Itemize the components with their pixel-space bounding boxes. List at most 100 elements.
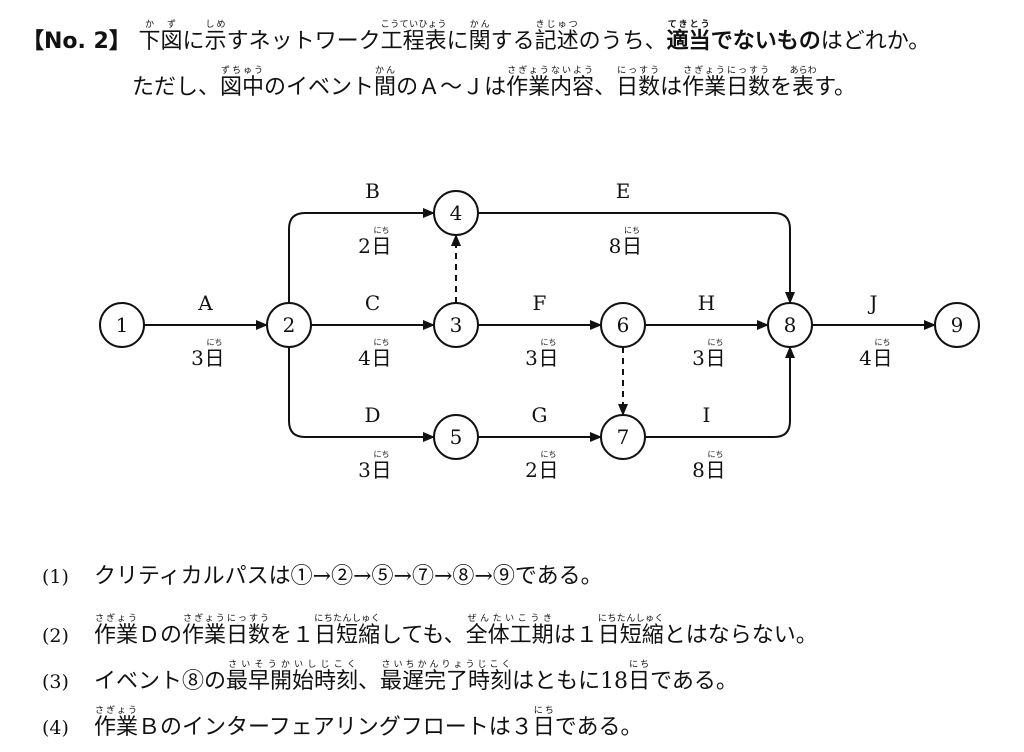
furigana: ぜんたいこうき bbox=[465, 614, 554, 624]
text-segment: 工程表 bbox=[380, 29, 447, 54]
text-segment: 日短縮 bbox=[597, 623, 664, 648]
day-unit: 日 bbox=[706, 458, 726, 482]
furigana: かん bbox=[468, 20, 491, 30]
furigana: かん bbox=[374, 66, 397, 76]
option-number: (1) bbox=[42, 566, 69, 588]
day-unit-furigana: にち bbox=[374, 450, 390, 459]
event-number: 8 bbox=[784, 313, 797, 337]
text-segment: 記述 bbox=[534, 29, 579, 54]
event-node-5 bbox=[433, 414, 479, 460]
furigana: さぎょうないよう bbox=[506, 66, 595, 76]
text-segment: である。 bbox=[650, 669, 738, 694]
activity-days: 4 bbox=[358, 346, 371, 370]
text-segment: 【No. 2】 bbox=[22, 29, 139, 54]
ruby-text: 作業内容さぎょうないよう bbox=[506, 66, 594, 100]
text-segment: とはならない。 bbox=[663, 623, 818, 648]
day-unit: 日 bbox=[622, 234, 642, 258]
activity-days: 2 bbox=[525, 458, 538, 482]
question-line-2: ただし、図中ずちゅうのイベント間かんのＡ～Ｊは作業内容さぎょうないよう、日数にっ… bbox=[132, 66, 856, 99]
furigana: さぎょう bbox=[94, 614, 138, 624]
text-segment: 作業 bbox=[94, 715, 139, 740]
ruby-text: 作業日数さぎょうにっすう bbox=[682, 66, 770, 100]
furigana: にち bbox=[628, 660, 651, 670]
ruby-text: 日にち bbox=[628, 660, 651, 694]
furigana: にっすう bbox=[616, 66, 661, 76]
activity-arrow-D bbox=[288, 347, 435, 442]
furigana: しめ bbox=[204, 20, 227, 30]
question-line-1: 【No. 2】 下図かずに示しめすネットワーク工程表こうていひょうに関かんする記… bbox=[22, 20, 930, 53]
activity-label: A bbox=[197, 291, 213, 315]
furigana: ずちゅう bbox=[220, 66, 265, 76]
activity-days: 3 bbox=[358, 458, 371, 482]
day-unit: 日 bbox=[706, 346, 726, 370]
text-segment: 、 bbox=[358, 669, 381, 694]
event-number: 9 bbox=[951, 313, 964, 337]
day-unit-furigana: にち bbox=[207, 338, 223, 347]
event-node-9 bbox=[934, 302, 980, 348]
furigana: さぎょうにっすう bbox=[182, 614, 271, 624]
text-segment: のＡ～Ｊは bbox=[396, 75, 507, 100]
furigana: きじゅつ bbox=[534, 20, 579, 30]
day-unit-furigana: にち bbox=[708, 450, 724, 459]
text-segment: イベント⑧の bbox=[94, 669, 227, 694]
text-segment: しても、 bbox=[380, 623, 466, 648]
day-unit-furigana: にち bbox=[541, 450, 557, 459]
ruby-text: 日短縮にちたんしゅく bbox=[597, 614, 664, 648]
activity-label: J bbox=[867, 291, 877, 315]
ruby-text: 作業さぎょう bbox=[94, 614, 139, 648]
day-unit: 日 bbox=[539, 458, 559, 482]
ruby-text: 日短縮にちたんしゅく bbox=[314, 614, 380, 648]
event-number: 7 bbox=[617, 425, 630, 449]
ruby-text: 全体工期ぜんたいこうき bbox=[465, 614, 554, 648]
activity-days: 3 bbox=[692, 346, 705, 370]
ruby-text: 最早開始時刻さいそうかいしじこく bbox=[226, 660, 358, 694]
option-number: (2) bbox=[42, 625, 69, 647]
option-1: (1) クリティカルパスは①→②→⑤→⑦→⑧→⑨である。 bbox=[42, 566, 603, 588]
event-node-8 bbox=[767, 302, 813, 348]
text-segment: 日 bbox=[628, 669, 651, 694]
text-segment: 間 bbox=[374, 75, 397, 100]
text-segment: に bbox=[446, 29, 469, 54]
day-unit: 日 bbox=[539, 346, 559, 370]
event-node-1 bbox=[99, 302, 145, 348]
text-segment: 作業 bbox=[94, 623, 139, 648]
text-segment: すネットワーク bbox=[226, 29, 381, 54]
ruby-text: 最遅完了時刻さいちかんりょうじこく bbox=[380, 660, 513, 694]
furigana: さぎょう bbox=[94, 706, 138, 716]
furigana: あらわ bbox=[789, 66, 817, 76]
day-unit: 日 bbox=[205, 346, 225, 370]
text-segment: Ｄの bbox=[138, 623, 183, 648]
text-segment: 作業日数 bbox=[182, 623, 271, 648]
text-segment: 最遅完了時刻 bbox=[380, 669, 513, 694]
text-segment: のイベント bbox=[264, 75, 375, 100]
ruby-text: 日数にっすう bbox=[616, 66, 660, 100]
activity-label: C bbox=[365, 291, 380, 315]
day-unit: 日 bbox=[372, 458, 392, 482]
text-segment: クリティカルパスは①→②→⑤→⑦→⑧→⑨である。 bbox=[94, 564, 603, 589]
furigana: にちたんしゅく bbox=[314, 614, 381, 624]
text-segment: す。 bbox=[814, 75, 856, 100]
text-segment: 全体工期 bbox=[465, 623, 554, 648]
activity-days: 4 bbox=[859, 346, 872, 370]
text-segment: ただし、 bbox=[132, 75, 221, 100]
text-segment: 関 bbox=[468, 29, 491, 54]
activity-days: 8 bbox=[609, 234, 622, 258]
day-unit-furigana: にち bbox=[374, 338, 390, 347]
day-unit-furigana: にち bbox=[374, 226, 390, 235]
activity-days: 3 bbox=[525, 346, 538, 370]
activity-label: F bbox=[533, 291, 547, 315]
activity-days: 2 bbox=[358, 234, 371, 258]
furigana: てきとう bbox=[666, 20, 711, 30]
text-segment: は bbox=[660, 75, 683, 100]
event-node-3 bbox=[433, 302, 479, 348]
text-segment: 図中 bbox=[220, 75, 265, 100]
activity-label: I bbox=[703, 403, 711, 427]
furigana: にちたんしゅく bbox=[597, 614, 664, 624]
ruby-text: 関かん bbox=[468, 20, 491, 54]
ruby-text: 適当てきとう bbox=[667, 20, 711, 54]
text-segment: のうち、 bbox=[578, 29, 667, 54]
ruby-text: 図中ずちゅう bbox=[220, 66, 265, 100]
ruby-text: 表あらわ bbox=[790, 66, 817, 100]
event-node-7 bbox=[600, 414, 646, 460]
